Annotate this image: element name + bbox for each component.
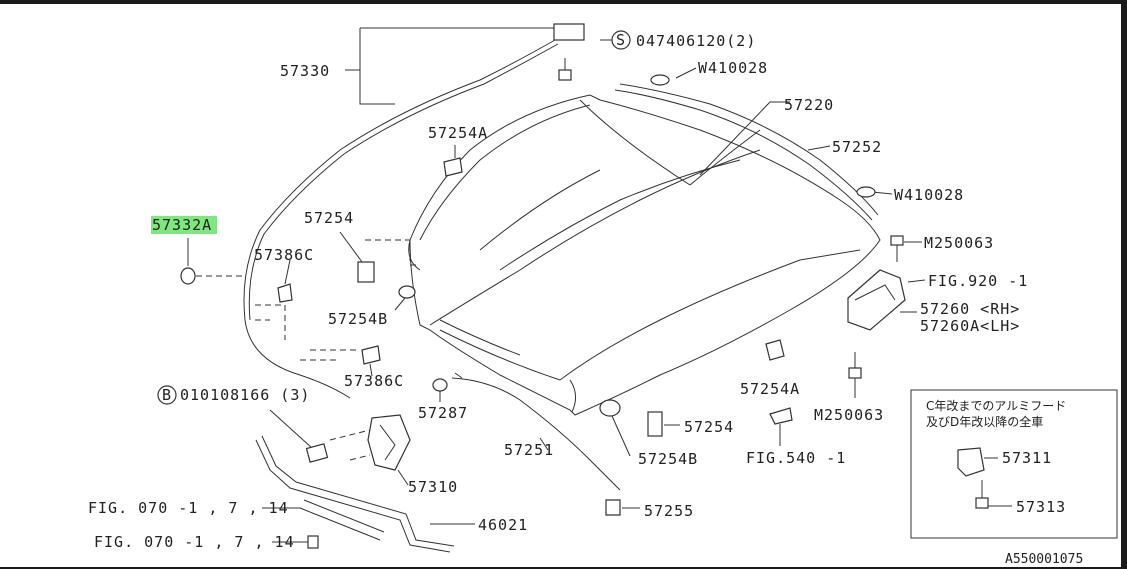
label-57386c-bottom: 57386C (344, 372, 404, 390)
right-border (1121, 0, 1127, 569)
label-m250063-bottom: M250063 (814, 406, 884, 424)
label-w410028-top: W410028 (698, 59, 768, 77)
clip-fig070 (307, 535, 319, 549)
top-border (0, 0, 1127, 4)
label-46021: 46021 (478, 516, 528, 534)
latch-57310 (367, 414, 411, 471)
circle-b-marker (157, 385, 177, 405)
bolt-010108166 (305, 443, 329, 463)
label-57311: 57311 (1002, 449, 1052, 467)
label-010108166: 010108166 (3) (180, 386, 310, 404)
label-fig920: FIG.920 -1 (928, 272, 1028, 290)
grommet-57332a (180, 267, 196, 285)
support-rod-46021 (255, 439, 451, 553)
label-57254b-left: 57254B (328, 310, 388, 328)
label-57310: 57310 (408, 478, 458, 496)
release-cable-57330 (243, 39, 556, 399)
circle-s-text: S (616, 31, 626, 49)
label-57330: 57330 (280, 62, 330, 80)
clip-fig540 (769, 407, 793, 425)
label-57254-left: 57254 (304, 209, 354, 227)
circle-s-marker (611, 30, 631, 50)
label-57332a: 57332A (152, 216, 212, 234)
bumper-57254-mid (647, 411, 663, 437)
label-57220: 57220 (784, 96, 834, 114)
bumper-57254a-right (765, 339, 785, 361)
clip-57386c-bottom (361, 345, 381, 365)
label-fig070-b: FIG. 070 -1 , 7 , 14 (94, 533, 295, 551)
label-57386c-top: 57386C (254, 246, 314, 264)
label-57251: 57251 (504, 441, 554, 459)
inset-note-line1: C年改までのアルミフード (926, 399, 1066, 413)
label-57254-mid: 57254 (684, 418, 734, 436)
bolt-m250063-top (890, 235, 904, 246)
bolt-047406120 (558, 69, 572, 81)
bumper-57254-left (357, 261, 375, 283)
label-57254a-right: 57254A (740, 380, 800, 398)
label-m250063-top: M250063 (924, 234, 994, 252)
bumper-57254a-top (443, 157, 463, 177)
bumper-57254b-left (398, 285, 416, 299)
inset-screw-57313 (975, 497, 989, 509)
hood-stay-57251 (451, 377, 621, 491)
label-57254b-mid: 57254B (638, 450, 698, 468)
holder-57255 (605, 499, 621, 516)
grommet-w410028-top (650, 74, 670, 86)
cable-clip-top (553, 23, 585, 41)
inset-box (910, 389, 1118, 539)
hinge-57260 (847, 269, 906, 331)
label-57255: 57255 (644, 502, 694, 520)
hood-panel (408, 94, 881, 416)
highlight-57332a (151, 216, 217, 234)
label-w410028-right: W410028 (894, 186, 964, 204)
label-57252: 57252 (832, 138, 882, 156)
inset-clip-57311 (957, 447, 985, 477)
label-047406120: 047406120(2) (636, 32, 756, 50)
label-57313: 57313 (1016, 498, 1066, 516)
label-fig070-a: FIG. 070 -1 , 7 , 14 (88, 499, 289, 517)
label-57260a-lh: 57260A<LH> (920, 317, 1020, 335)
cushion-57287 (432, 378, 448, 392)
label-57260-rh: 57260 <RH> (920, 300, 1020, 318)
bottom-border (0, 567, 1127, 569)
label-57287: 57287 (418, 404, 468, 422)
grommet-w410028-right (856, 186, 876, 198)
clip-57386c-top (277, 283, 293, 303)
label-fig540: FIG.540 -1 (746, 449, 846, 467)
label-57254a-top: 57254A (428, 124, 488, 142)
bolt-m250063-bottom (848, 367, 862, 379)
circle-b-text: B (162, 386, 172, 404)
diagram-id: A550001075 (1005, 552, 1083, 567)
bumper-57254b-mid (599, 399, 621, 417)
inset-note-line2: 及びD年改以降の全車 (926, 414, 1043, 429)
